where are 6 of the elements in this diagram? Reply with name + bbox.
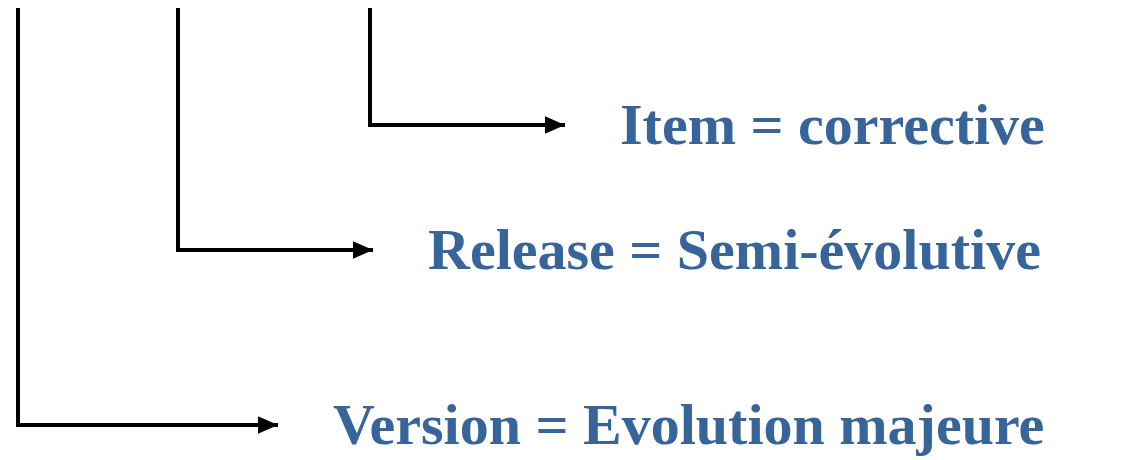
arrow — [368, 8, 565, 134]
label-text: Item = corrective — [620, 92, 1045, 158]
label-text: Version = Evolution majeure — [333, 392, 1045, 458]
label-text: Release = Semi-évolutive — [428, 217, 1041, 283]
arrow — [176, 8, 373, 259]
arrow — [16, 8, 278, 434]
